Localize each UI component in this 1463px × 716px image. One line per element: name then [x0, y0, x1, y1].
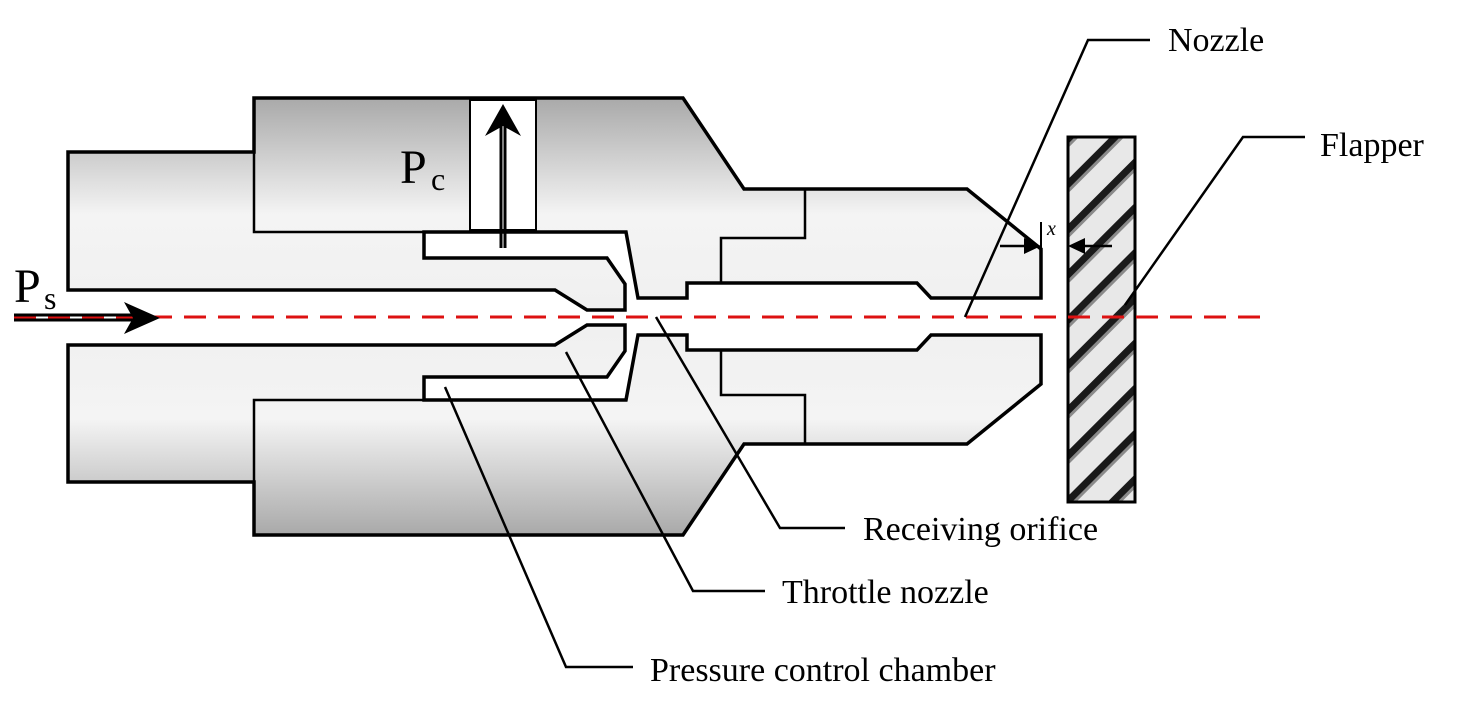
svg-text:P: P: [14, 260, 41, 313]
control-arrow-head: [485, 104, 521, 136]
control-pressure-label: P c: [400, 141, 445, 197]
svg-text:P: P: [400, 141, 427, 194]
nozzle-label: Nozzle: [1168, 22, 1264, 59]
supply-pressure-label: P s: [14, 260, 56, 316]
supply-flow-arrow: [14, 313, 135, 322]
throttle-nozzle-leader: [564, 351, 765, 593]
control-flow-arrow: [499, 125, 507, 248]
flapper-label: Flapper: [1320, 127, 1425, 164]
lower-body: [66, 323, 1043, 537]
upper-body: [66, 96, 1043, 312]
nozzle-leader: [963, 38, 1150, 318]
gap-indicator: [1000, 222, 1112, 262]
throttle-nozzle-label: Throttle nozzle: [782, 574, 989, 611]
internal-passages: [252, 152, 807, 482]
pressure-control-chamber-label: Pressure control chamber: [650, 652, 996, 689]
flapper-plate: [1066, 135, 1137, 504]
pressure-control-chamber-leader: [443, 386, 633, 669]
receiving-orifice-label: Receiving orifice: [863, 511, 1098, 548]
receiving-orifice-leader: [654, 316, 845, 530]
supply-arrow-head: [124, 302, 160, 334]
gap-symbol: x: [1046, 218, 1056, 240]
svg-text:c: c: [431, 161, 445, 197]
flapper-leader: [1123, 135, 1305, 306]
svg-text:s: s: [44, 280, 56, 316]
